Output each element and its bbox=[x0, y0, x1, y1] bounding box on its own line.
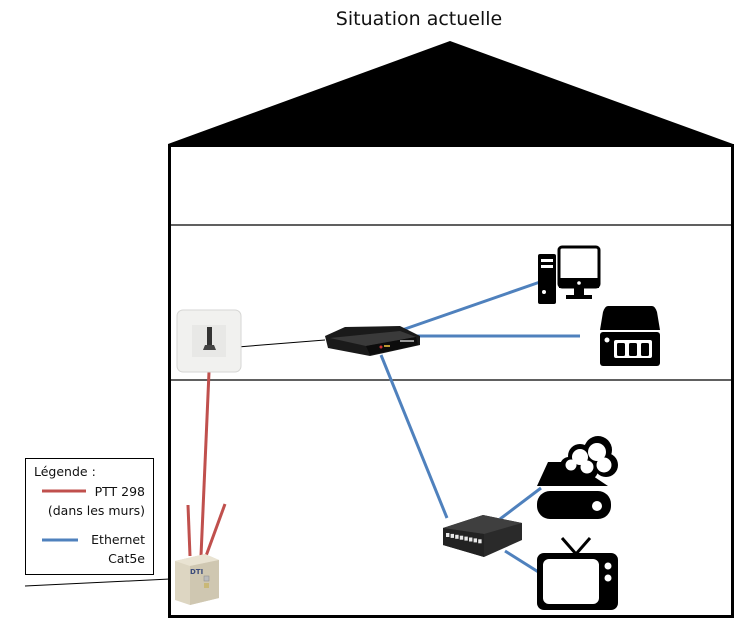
ethernet-cables bbox=[379, 280, 580, 575]
router[interactable] bbox=[325, 326, 420, 356]
legend-ethernet-sublabel: Cat5e bbox=[108, 551, 145, 566]
switch-port bbox=[450, 533, 454, 538]
phone-cord bbox=[224, 339, 326, 349]
ptt-cable-1 bbox=[186, 504, 192, 557]
ethernet-switch-tv bbox=[504, 549, 541, 575]
external-phone-line bbox=[24, 578, 171, 587]
legend-ethernet-label: Ethernet bbox=[91, 532, 145, 547]
wall-socket[interactable] bbox=[176, 309, 242, 373]
house-roof bbox=[168, 41, 733, 144]
switch-port bbox=[469, 537, 473, 542]
dti-box[interactable]: DTI bbox=[175, 554, 219, 605]
ptt-cable-to-socket bbox=[199, 371, 211, 557]
ptt-cables bbox=[186, 371, 227, 557]
nas-icon[interactable] bbox=[600, 306, 660, 366]
switch-port bbox=[446, 533, 450, 537]
legend-ptt-label: PTT 298 bbox=[95, 484, 145, 499]
house-walls bbox=[168, 144, 734, 618]
switch-port bbox=[473, 538, 477, 543]
switch-icon[interactable] bbox=[443, 515, 522, 557]
switch-ports bbox=[446, 533, 482, 544]
dti-label: DTI bbox=[190, 568, 203, 576]
switch-port bbox=[455, 534, 459, 539]
diagram-title: Situation actuelle bbox=[336, 8, 502, 30]
ethernet-router-computer bbox=[401, 280, 541, 332]
tv-icon[interactable] bbox=[537, 537, 618, 610]
ethernet-switch-cloud bbox=[499, 486, 542, 521]
cloud-drive-icon[interactable] bbox=[537, 436, 618, 519]
switch-port bbox=[478, 539, 482, 544]
switch-port bbox=[464, 536, 468, 541]
legend: Légende : PTT 298 (dans les murs) Ethern… bbox=[25, 458, 154, 575]
ptt-cable-3 bbox=[204, 503, 227, 557]
switch-port bbox=[459, 535, 464, 540]
computer-icon[interactable] bbox=[538, 245, 601, 304]
legend-heading: Légende : bbox=[34, 464, 96, 479]
legend-ptt-sublabel: (dans les murs) bbox=[48, 503, 145, 518]
socket-slot-icon bbox=[207, 327, 212, 345]
ethernet-router-switch bbox=[379, 354, 449, 519]
